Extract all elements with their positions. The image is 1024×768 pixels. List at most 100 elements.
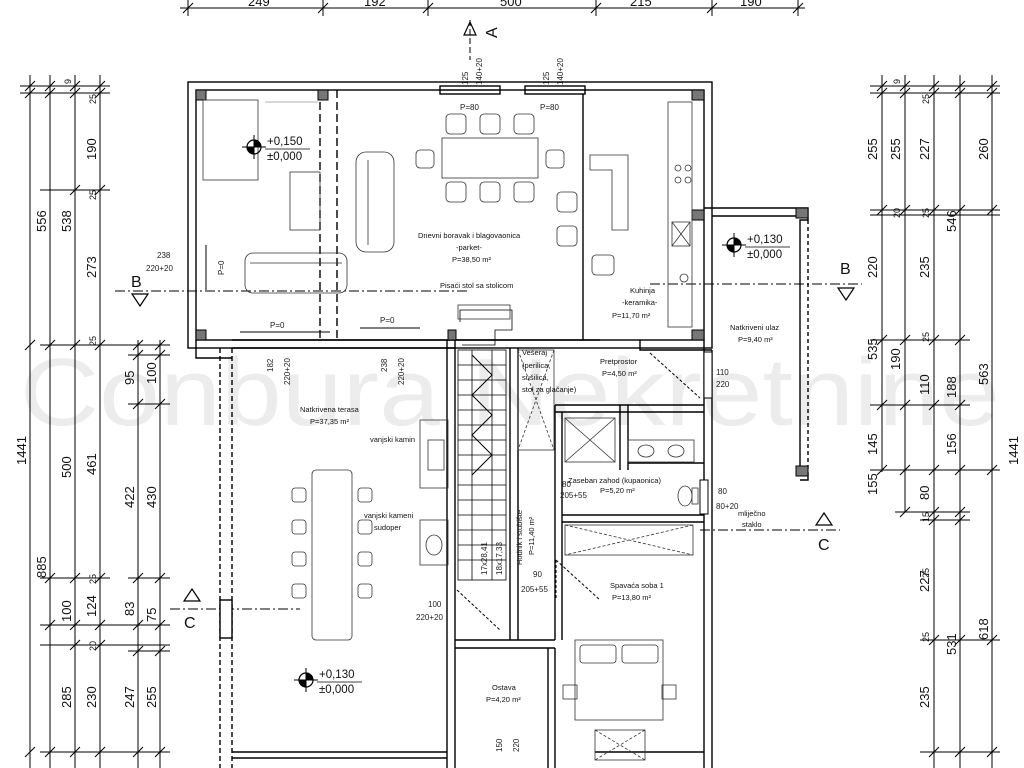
level-marker-terrace: +0,130 ±0,000 <box>294 668 362 696</box>
room-storage-name: Ostava <box>492 683 517 692</box>
dim-right-227b: 227 <box>917 570 932 592</box>
dim-left-small-5: 25 <box>88 574 98 584</box>
window-2-height: 125 <box>542 71 551 85</box>
section-c-left-marker: C <box>170 587 300 632</box>
section-b-right-marker: B <box>650 261 862 302</box>
dim-left-230: 230 <box>84 686 99 708</box>
dim-left-83: 83 <box>122 602 137 616</box>
dim-right-235b: 235 <box>917 686 932 708</box>
dim-left-430: 430 <box>144 486 159 508</box>
dim-right-220: 220 <box>865 256 880 278</box>
door-4-height: 205+55 <box>560 491 587 500</box>
door-7-width: 100 <box>428 600 442 609</box>
dim-right-small-1: 9 <box>892 79 902 84</box>
room-entry-name: Natkriveni ulaz <box>730 323 779 332</box>
door-6-width: 90 <box>533 570 542 579</box>
section-b-left-marker: B <box>115 274 470 308</box>
dim-right-small-8: 25 <box>921 632 931 642</box>
dim-left-190: 190 <box>84 138 99 160</box>
frosted-glass-label-2: staklo <box>742 520 762 529</box>
door-terrace-sill-2: P=0 <box>380 316 395 325</box>
room-corridor-name: Hodnik i stubište <box>515 510 524 565</box>
dim-left-461: 461 <box>84 453 99 475</box>
dim-left-538: 538 <box>59 210 74 232</box>
dim-left-small-1: 9 <box>63 79 73 84</box>
dim-right-531: 531 <box>944 633 959 655</box>
dim-left-100: 100 <box>59 600 74 622</box>
fireplace-label: vanjski kamin <box>370 435 415 444</box>
level-entry-bottom: ±0,000 <box>747 249 782 261</box>
dim-left-75: 75 <box>144 608 159 622</box>
dim-right-546: 546 <box>944 210 959 232</box>
dim-right-260: 260 <box>976 138 991 160</box>
level-terrace-bottom: ±0,000 <box>319 684 354 696</box>
level-entry-top: +0,130 <box>747 234 783 246</box>
top-windows <box>439 85 586 95</box>
dim-left-247: 247 <box>122 686 137 708</box>
stair-dim-2: 18x17,33 <box>495 542 504 575</box>
window-5-width: 80 <box>718 487 727 496</box>
dim-right-small-4: 25 <box>921 208 931 218</box>
window-1-sill: P=80 <box>460 103 479 112</box>
section-c-right-label: C <box>818 537 830 554</box>
dim-right-255b: 255 <box>888 138 903 160</box>
dim-left-422: 422 <box>122 486 137 508</box>
dim-right-145: 145 <box>865 433 880 455</box>
dim-right-190: 190 <box>888 348 903 370</box>
level-living-top: +0,150 <box>267 136 303 148</box>
room-living-name: Dnevni boravak i blagovaonica <box>418 231 521 240</box>
dim-left-255: 255 <box>144 686 159 708</box>
dim-left-556: 556 <box>34 210 49 232</box>
dim-right-1441: 1441 <box>1006 436 1021 465</box>
section-c-left-label: C <box>184 615 196 632</box>
dim-right-235: 235 <box>917 256 932 278</box>
room-kitchen-floor: -keramika- <box>622 298 658 307</box>
stone-sink-label-2: sudoper <box>374 523 402 532</box>
room-terrace-area: P=37,35 m² <box>310 417 349 426</box>
dim-right-255: 255 <box>865 138 880 160</box>
room-living-floor: -parket- <box>456 243 482 252</box>
dim-left-500: 500 <box>59 456 74 478</box>
columns <box>195 89 809 477</box>
window-3-sill: P=0 <box>217 260 226 275</box>
door-4-width: 80 <box>562 480 571 489</box>
dim-top-1: 249 <box>248 0 270 9</box>
window-3-size: 220+20 <box>146 264 173 273</box>
dim-right-188: 188 <box>944 376 959 398</box>
window-2-size: 140+20 <box>556 58 565 85</box>
door-1-width: 182 <box>266 358 275 372</box>
frosted-glass-label-1: mliječno <box>738 509 766 518</box>
dim-left-124: 124 <box>84 595 99 617</box>
dim-right-80: 80 <box>917 486 932 500</box>
dim-left-100b: 100 <box>144 362 159 384</box>
room-storage-area: P=4,20 m² <box>486 695 521 704</box>
dim-left-885: 885 <box>34 556 49 578</box>
dim-left-95: 95 <box>122 371 137 385</box>
section-a-marker: A <box>463 20 501 60</box>
door-6-height: 205+55 <box>521 585 548 594</box>
dim-left-273: 273 <box>84 256 99 278</box>
window-2-sill: P=80 <box>540 103 559 112</box>
door-8-width: 150 <box>495 738 504 752</box>
dim-right-227: 227 <box>917 138 932 160</box>
section-c-right-marker: C <box>700 511 840 554</box>
dim-left-small-6: 20 <box>88 641 98 651</box>
dim-right-563: 563 <box>976 363 991 385</box>
door-8-height: 220 <box>512 738 521 752</box>
section-b-left-label: B <box>131 274 142 291</box>
stone-sink-label-1: vanjski kameni <box>364 511 414 520</box>
door-2-width: 238 <box>380 358 389 372</box>
room-kitchen-name: Kuhinja <box>630 286 656 295</box>
door-3-height: 220 <box>716 380 730 389</box>
dim-right-small-2: 25 <box>921 94 931 104</box>
dim-right-535: 535 <box>865 338 880 360</box>
room-laundry-item-1: (perilica, <box>522 361 550 370</box>
room-wc-area: P=5,20 m² <box>600 486 635 495</box>
window-5-height: 80+20 <box>716 502 739 511</box>
dim-top-3: 500 <box>500 0 522 9</box>
dim-right-618: 618 <box>976 618 991 640</box>
stair-dim-1: 17x28,41 <box>480 542 489 575</box>
dim-left-small-4: 25 <box>88 336 98 346</box>
room-bedroom-name: Spavaća soba 1 <box>610 581 664 590</box>
level-terrace-top: +0,130 <box>319 669 355 681</box>
